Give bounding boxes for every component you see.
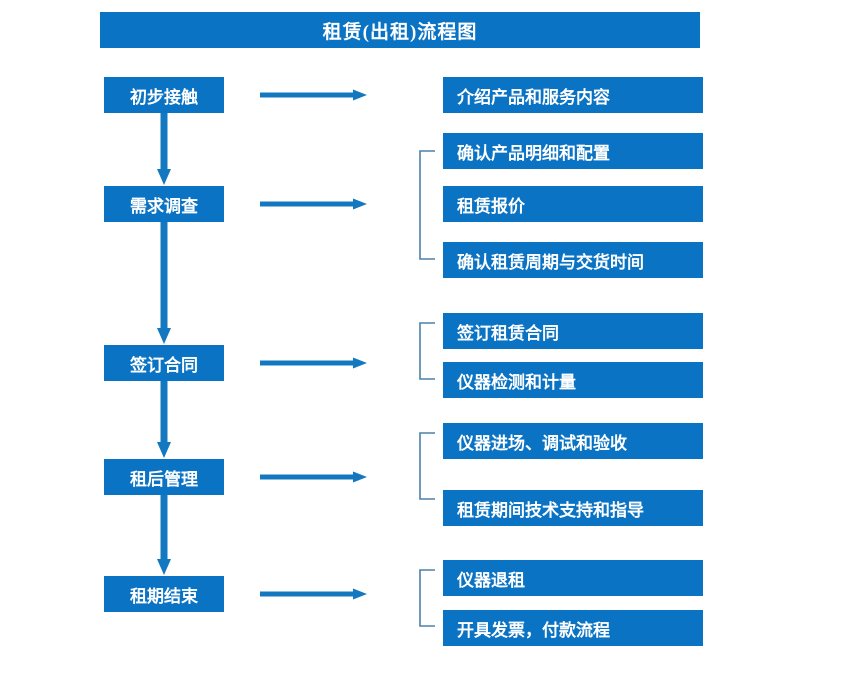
stage-node-rental-end[interactable]: 租期结束 xyxy=(104,576,224,612)
detail-node-introduce-products[interactable]: 介绍产品和服务内容 xyxy=(443,77,703,113)
group-bracket-1 xyxy=(418,150,436,260)
group-bracket-3 xyxy=(418,432,436,500)
detail-node-instrument-inspection[interactable]: 仪器检测和计量 xyxy=(443,362,703,398)
vertical-arrow-3 xyxy=(155,381,173,459)
horizontal-arrow-4 xyxy=(260,471,368,483)
detail-node-confirm-product-spec[interactable]: 确认产品明细和配置 xyxy=(443,133,703,169)
stage-node-initial-contact[interactable]: 初步接触 xyxy=(104,77,224,113)
stage-node-sign-contract[interactable]: 签订合同 xyxy=(104,345,224,381)
horizontal-arrow-1 xyxy=(260,89,368,101)
horizontal-arrow-5 xyxy=(260,588,368,600)
group-bracket-2 xyxy=(418,322,436,380)
stage-node-post-rental-management[interactable]: 租后管理 xyxy=(104,459,224,495)
detail-node-technical-support[interactable]: 租赁期间技术支持和指导 xyxy=(443,490,703,526)
vertical-arrow-2 xyxy=(155,222,173,345)
vertical-arrow-1 xyxy=(155,113,173,186)
group-bracket-4 xyxy=(418,569,436,627)
detail-node-rental-quotation[interactable]: 租赁报价 xyxy=(443,186,703,222)
detail-node-invoice-payment[interactable]: 开具发票，付款流程 xyxy=(443,610,703,646)
detail-node-instrument-return[interactable]: 仪器退租 xyxy=(443,560,703,596)
detail-node-sign-rental-contract[interactable]: 签订租赁合同 xyxy=(443,313,703,349)
detail-node-confirm-period-delivery[interactable]: 确认租赁周期与交货时间 xyxy=(443,242,703,278)
vertical-arrow-4 xyxy=(155,495,173,576)
horizontal-arrow-2 xyxy=(260,198,368,210)
detail-node-instrument-onsite-commissioning[interactable]: 仪器进场、调试和验收 xyxy=(443,423,703,459)
stage-node-requirement-survey[interactable]: 需求调查 xyxy=(104,186,224,222)
page-title: 租赁(出租)流程图 xyxy=(100,12,700,48)
horizontal-arrow-3 xyxy=(260,357,368,369)
